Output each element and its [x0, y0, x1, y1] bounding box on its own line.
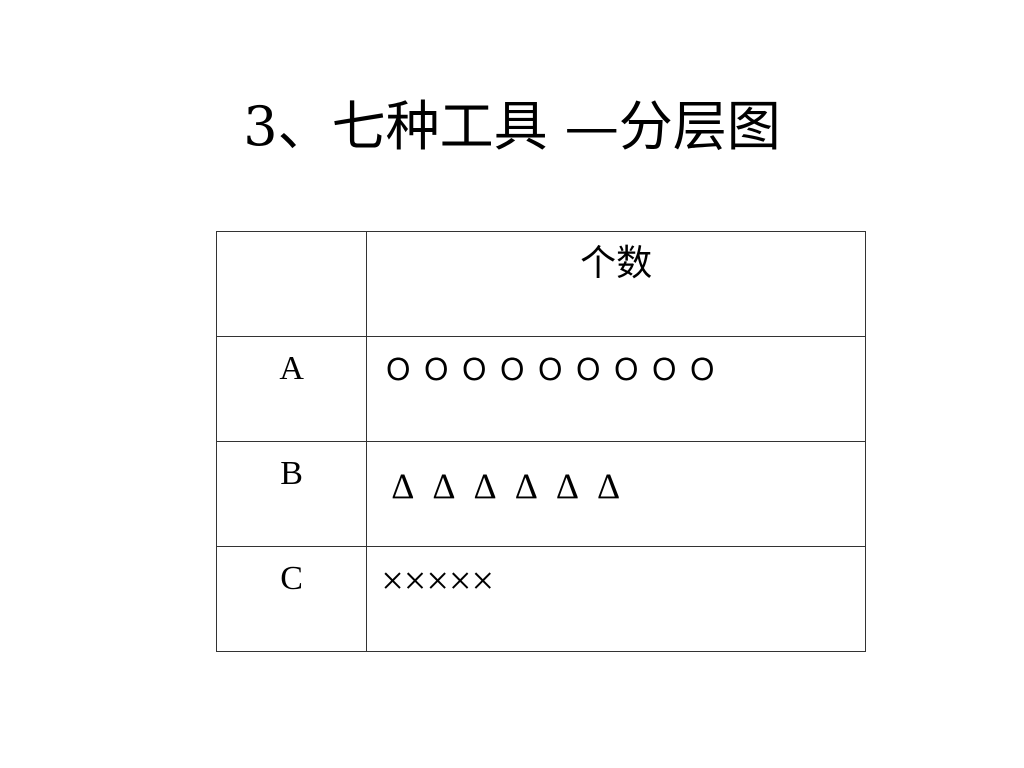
tally-mark: ×	[448, 558, 472, 603]
tally-mark: Δ	[555, 466, 579, 506]
tally-mark: Ｏ	[687, 354, 718, 387]
header-count-text: 个数	[580, 243, 653, 284]
row-label-b: B	[280, 455, 303, 492]
tally-mark: Ｏ	[535, 354, 566, 387]
table-row-c: C ×××××	[215, 546, 866, 652]
tally-mark: Ｏ	[649, 354, 680, 387]
tally-mark: Δ	[432, 466, 456, 506]
tally-mark: Δ	[514, 466, 538, 506]
tally-mark: ×	[426, 558, 449, 603]
tally-mark: ×	[471, 558, 495, 603]
tally-mark: ×	[381, 558, 404, 603]
tally-mark: Ｏ	[459, 354, 490, 387]
row-label-cell: A	[215, 336, 368, 442]
row-label-c: C	[280, 560, 303, 597]
row-label-cell: C	[215, 546, 368, 652]
tally-mark: Δ	[473, 466, 497, 506]
tally-mark: Δ	[597, 466, 621, 506]
tally-mark: Ｏ	[383, 354, 414, 387]
marks-c: ×××××	[367, 547, 865, 603]
tally-mark: Ｏ	[611, 354, 642, 387]
table-header-row: 个数	[215, 231, 866, 337]
tally-mark: Ｏ	[421, 354, 452, 387]
tally-mark: Δ	[391, 466, 415, 506]
row-label-a: A	[279, 350, 304, 387]
tally-mark: ×	[403, 558, 427, 603]
slide-title: 3、七种工具 —分层图	[243, 95, 781, 158]
tally-mark: Ｏ	[573, 354, 604, 387]
header-count-cell: 个数	[366, 231, 866, 337]
tally-mark: Ｏ	[497, 354, 528, 387]
header-label-cell	[215, 231, 368, 337]
header-label-text	[217, 232, 366, 244]
row-marks-cell: ×××××	[366, 546, 866, 652]
row-label-cell: B	[215, 441, 368, 547]
